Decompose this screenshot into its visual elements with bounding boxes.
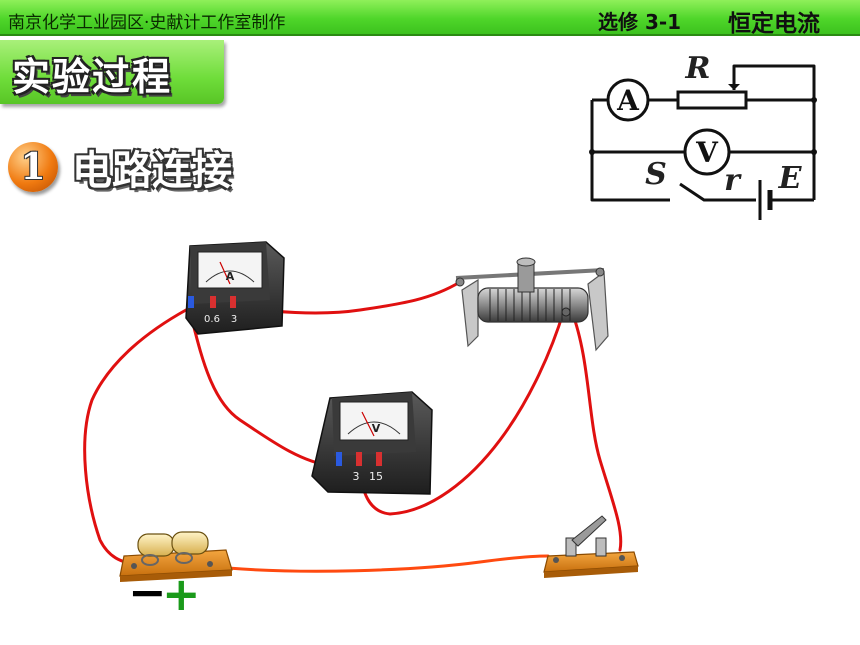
voltmeter-negative-terminal — [336, 452, 342, 466]
wire-rheostat-to-voltmeter — [358, 308, 566, 516]
ammeter-range-0-6: 0.6 — [204, 314, 220, 325]
ammeter-dial-symbol: A — [226, 270, 235, 283]
voltmeter-terminal-3 — [356, 452, 362, 466]
voltmeter-dial-symbol: V — [372, 422, 381, 435]
circuit-apparatus: A 0.6 3 V 3 15 — [83, 241, 639, 582]
voltmeter-needle — [361, 411, 375, 437]
section-banner: 实验过程 — [0, 40, 224, 104]
header-bar: 南京化学工业园区·史献计工作室制作 选修 3-1 恒定电流 — [0, 0, 860, 37]
battery-cell-2 — [171, 531, 209, 555]
voltmeter-range-15: 15 — [369, 470, 383, 483]
emf-label: E — [778, 161, 803, 196]
ammeter-letter: A — [616, 84, 640, 117]
switch-label: S — [645, 157, 667, 192]
voltmeter-dial — [339, 401, 409, 441]
switch-hinge — [565, 537, 577, 557]
schematic-slider-wire — [732, 64, 816, 200]
ammeter-terminal-0-6 — [210, 296, 216, 308]
wire-battery-to-switch — [204, 554, 550, 573]
ammeter-negative-terminal — [188, 296, 194, 308]
ammeter-dial — [197, 251, 263, 289]
section-title: 实验过程 — [12, 55, 173, 99]
battery-negative-sign: − — [128, 565, 167, 619]
switch-blade — [571, 515, 607, 547]
battery-cell-1 — [137, 533, 175, 557]
step-number-badge: 1 — [8, 142, 58, 192]
ammeter-symbol — [606, 78, 650, 122]
ammeter-needle — [219, 261, 231, 285]
rheostat-device — [455, 257, 609, 352]
wire-ammeter-to-voltmeter — [188, 310, 334, 468]
rheostat-symbol — [676, 90, 748, 110]
rheostat-windings — [489, 289, 571, 321]
ammeter-device: A 0.6 3 — [185, 241, 285, 335]
voltmeter-terminal-15 — [376, 452, 382, 466]
step-title: 电路连接 — [72, 148, 232, 194]
wire-ammeter-to-battery-neg — [83, 308, 188, 568]
circuit-schematic: A V R S r E — [589, 51, 817, 220]
slider-arrow-icon — [728, 84, 740, 90]
voltmeter-device: V 3 15 — [311, 391, 433, 495]
switch-contact — [595, 537, 607, 557]
course-label: 选修 3-1 — [598, 10, 682, 34]
rheostat-coil — [477, 287, 589, 323]
battery-holder — [119, 531, 233, 582]
voltmeter-symbol — [683, 128, 731, 176]
knife-switch — [543, 515, 639, 578]
schematic-wire-left — [590, 100, 670, 202]
topic-title: 恒定电流 — [728, 11, 820, 37]
voltmeter-letter: V — [695, 136, 719, 169]
voltmeter-range-3: 3 — [353, 470, 360, 483]
ammeter-terminal-3 — [230, 296, 236, 308]
author-credit: 南京化学工业园区·史献计工作室制作 — [8, 13, 286, 33]
ammeter-range-3: 3 — [231, 314, 237, 325]
internal-resistance-label: r — [724, 163, 742, 198]
rheostat-label: R — [685, 51, 711, 86]
wire-rheostat-to-switch — [570, 310, 623, 552]
schematic-switch-blade — [679, 182, 756, 202]
battery-positive-sign: + — [162, 567, 201, 621]
rheostat-bottom-terminal — [561, 307, 571, 317]
